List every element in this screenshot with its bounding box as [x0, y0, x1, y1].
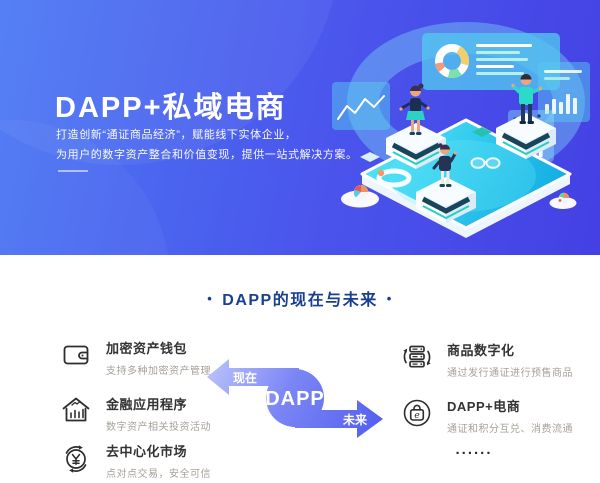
pie-chart-blob: [341, 185, 379, 208]
more-items-ellipsis: ......: [455, 441, 493, 458]
hero-illustration: [332, 22, 590, 238]
heading-bullet-left: •: [207, 291, 214, 306]
pie-chart-blob: [549, 192, 577, 209]
feature-desc: 通过发行通证进行预售商品: [447, 368, 573, 379]
ring-object: [376, 168, 412, 188]
future-label: 未来: [342, 412, 368, 427]
bar-chart-screen: [538, 62, 590, 122]
person-figure: [511, 74, 543, 124]
feature-title: 去中心化市场: [106, 444, 188, 459]
feature-item-financial-apps: 金融应用程序 数字资产相关投资活动: [58, 393, 211, 433]
dapp-circle: [266, 369, 324, 427]
feature-item-crypto-wallet: 加密资产钱包 支持多种加密资产管理: [58, 337, 211, 377]
feature-title: 金融应用程序: [106, 397, 188, 412]
podium: [496, 113, 556, 159]
svg-text:e: e: [414, 411, 419, 421]
feature-item-decentralized-market: 去中心化市场 点对点交易，安全可信: [58, 440, 211, 480]
wallet-icon: [63, 345, 89, 365]
feature-title: 商品数字化: [447, 343, 515, 358]
line-chart-screen: [332, 82, 390, 130]
podium: [416, 177, 476, 223]
hero-subtitle: 打造创新“通证商品经济”，赋能线下实体企业， 为用户的数字资产整合和价值变现，提…: [56, 125, 358, 165]
dapp-flow-diagram: 现在 DAPP 未来: [207, 359, 383, 438]
feature-item-dapp-ecommerce: e DAPP+电商 通证和积分互兑、消费流通: [399, 395, 573, 435]
dapp-label: DAPP: [265, 388, 325, 410]
ecommerce-bag-icon: e: [403, 399, 431, 427]
feature-desc: 通证和积分互兑、消费流通: [447, 424, 573, 435]
feature-desc: 点对点交易，安全可信: [106, 469, 211, 480]
now-label: 现在: [233, 370, 257, 385]
person-figure: [399, 83, 430, 135]
feature-title: DAPP+电商: [447, 399, 521, 414]
server-sync-icon: [403, 345, 431, 368]
feature-desc: 支持多种加密资产管理: [106, 366, 211, 377]
hero-underline: [58, 170, 88, 172]
feature-desc: 数字资产相关投资活动: [106, 422, 211, 433]
person-figure: [432, 143, 458, 187]
future-arrow: [295, 400, 383, 438]
bank-chart-icon: [62, 397, 90, 422]
hero-banner: DAPP+私域电商 打造创新“通证商品经济”，赋能线下实体企业， 为用户的数字资…: [0, 0, 600, 255]
podium: [386, 123, 446, 169]
feature-title: 加密资产钱包: [106, 341, 188, 356]
yuan-exchange-icon: [65, 445, 87, 473]
section-heading: • DAPP的现在与未来 •: [0, 286, 600, 310]
feature-item-commodity-digitization: 商品数字化 通过发行通证进行预售商品: [399, 339, 573, 379]
hero-subtitle-line1: 打造创新“通证商品经济”，赋能线下实体企业，: [56, 129, 297, 141]
heading-bullet-right: •: [386, 291, 393, 306]
section-heading-text: DAPP的现在与未来: [222, 292, 378, 309]
hero-subtitle-line2: 为用户的数字资产整合和价值变现，提供一站式解决方案。: [56, 149, 358, 161]
hero-title: DAPP+私域电商: [55, 92, 287, 124]
